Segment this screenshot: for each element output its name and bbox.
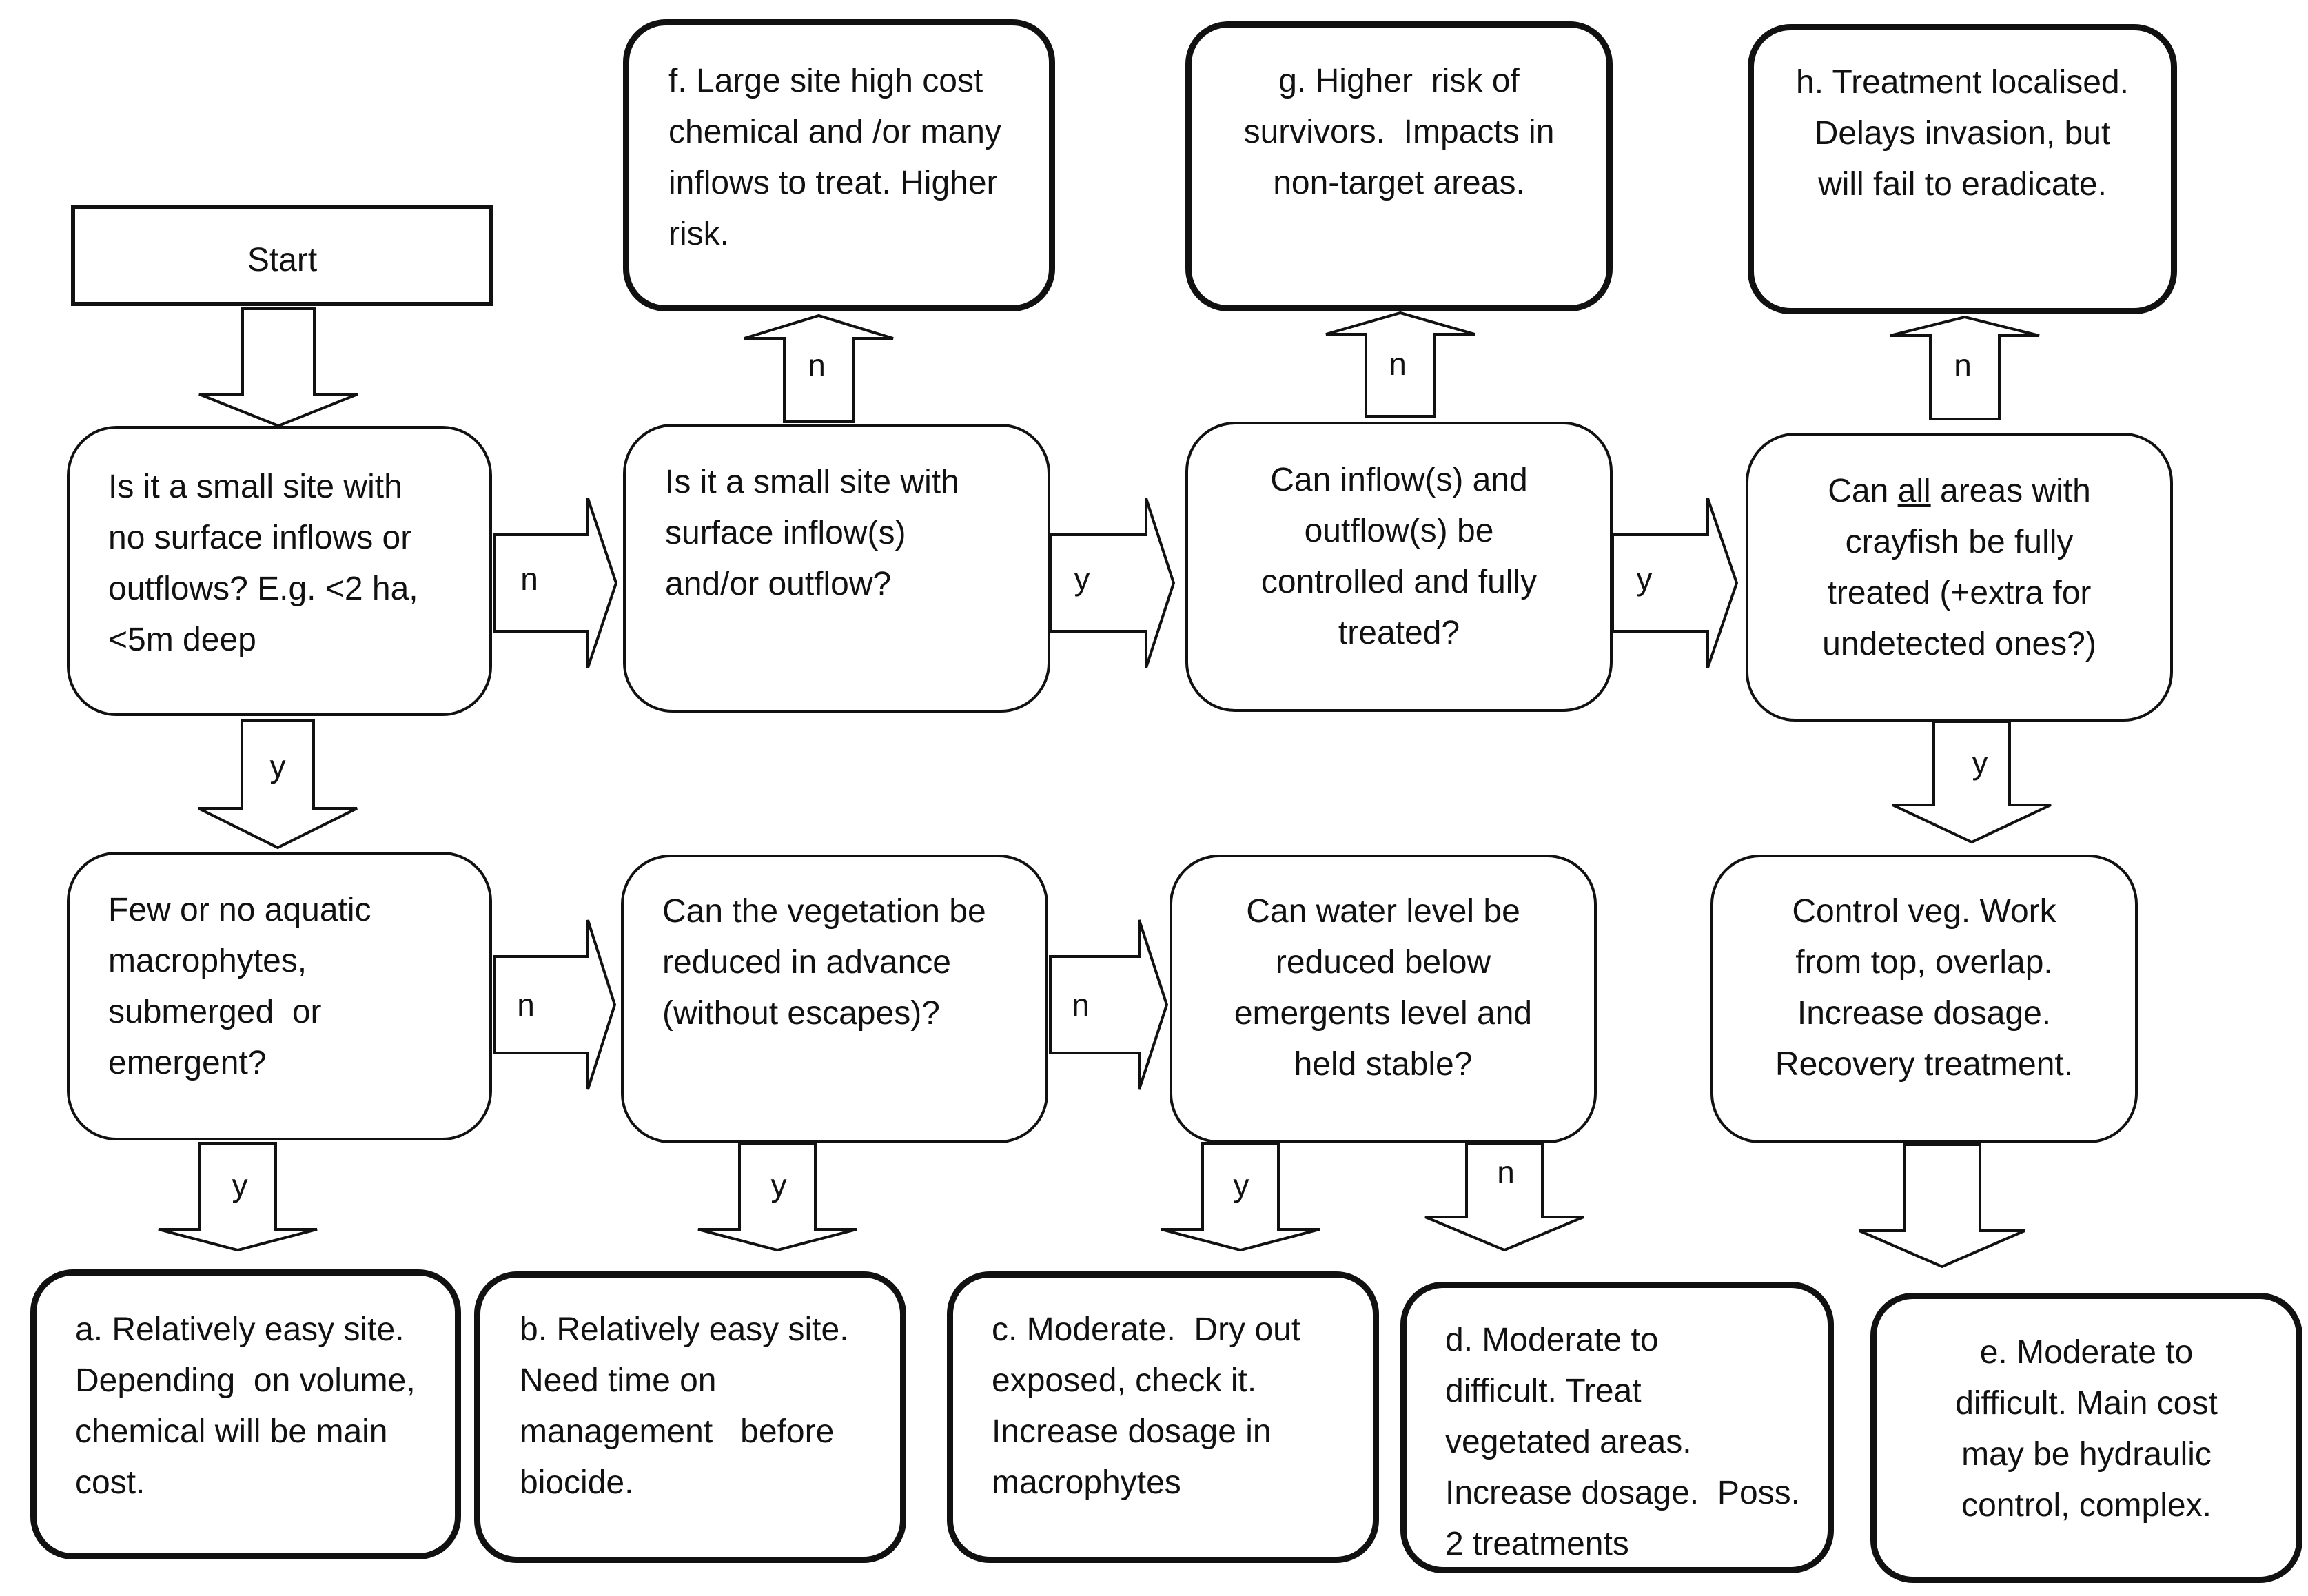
label-q2-to-q3: y [1074, 561, 1090, 597]
outcome-b-text: b. Relatively easy site. Need time on ma… [520, 1311, 849, 1501]
label-q5-to-q6: n [517, 987, 535, 1023]
outcome-d-text: d. Moderate to difficult. Treat vegetate… [1445, 1322, 1800, 1562]
label-q6-to-q7: n [1072, 987, 1090, 1023]
outcome-e-text: e. Moderate to difficult. Main cost may … [1955, 1334, 2218, 1524]
arrow-q6-to-q7 [1049, 919, 1169, 1090]
question-small-site-with-inflows: Is it a small site with surface inflow(s… [623, 424, 1050, 713]
arrow-q5-to-a [158, 1142, 318, 1252]
arrow-q3-to-q4 [1611, 498, 1739, 668]
start-text: Start [247, 242, 318, 278]
label-q7-to-c: y [1233, 1167, 1249, 1203]
outcome-f-text: f. Large site high cost chemical and /or… [668, 63, 1001, 252]
arrow-q1-to-q5 [198, 719, 358, 850]
outcome-g-text: g. Higher risk of survivors. Impacts in … [1243, 63, 1555, 201]
arrow-q5-to-q6 [493, 919, 617, 1090]
question-inflows-controlled-text: Can inflow(s) and outflow(s) be controll… [1260, 462, 1538, 651]
question-few-macrophytes: Few or no aquatic macrophytes, submerged… [67, 852, 492, 1140]
outcome-g: g. Higher risk of survivors. Impacts in … [1185, 21, 1613, 311]
arrow-start-to-q1 [198, 307, 358, 428]
outcome-h-text: h. Treatment localised. Delays invasion,… [1796, 64, 2129, 203]
question-water-level-reduced-text: Can water level be reduced below emergen… [1234, 893, 1533, 1083]
label-q3-to-g: n [1389, 346, 1407, 382]
label-q4-to-h: n [1954, 347, 1972, 383]
outcome-c-text: c. Moderate. Dry out exposed, check it. … [992, 1311, 1301, 1501]
outcome-h: h. Treatment localised. Delays invasion,… [1748, 24, 2177, 314]
question-water-level-reduced: Can water level be reduced below emergen… [1170, 855, 1597, 1143]
arrow-q7-to-d [1424, 1142, 1584, 1252]
label-q7-to-d: n [1497, 1154, 1515, 1190]
question-all-areas-treated-pre: Can [1828, 473, 1898, 509]
action-control-vegetation-text: Control veg. Work from top, overlap. Inc… [1775, 893, 2074, 1083]
label-q3-to-q4: y [1636, 561, 1653, 597]
question-small-site-no-inflows: Is it a small site with no surface inflo… [67, 426, 492, 716]
label-q1-to-q2: n [520, 561, 538, 597]
question-all-areas-treated: Can all areas with crayfish be fully tre… [1746, 433, 2173, 722]
question-few-macrophytes-text: Few or no aquatic macrophytes, submerged… [108, 892, 371, 1081]
question-all-areas-treated-text: Can all areas with crayfish be fully tre… [1748, 466, 2170, 670]
question-vegetation-reduced-text: Can the vegetation be reduced in advance… [662, 893, 986, 1032]
question-small-site-no-inflows-text: Is it a small site with no surface inflo… [108, 469, 418, 658]
arrow-q4-to-q8 [1892, 720, 2052, 844]
outcome-e: e. Moderate to difficult. Main cost may … [1870, 1293, 2302, 1583]
label-q4-to-q8: y [1972, 745, 1988, 781]
label-q6-to-b: y [770, 1167, 787, 1203]
arrow-q3-to-g [1325, 311, 1475, 418]
outcome-a-text: a. Relatively easy site. Depending on vo… [75, 1311, 416, 1501]
label-q5-to-a: y [232, 1167, 248, 1203]
question-all-areas-treated-post: areas with crayfish be fully treated (+e… [1822, 473, 2096, 662]
arrow-q2-to-f [744, 314, 894, 423]
question-all-areas-treated-emph: all [1897, 473, 1931, 509]
action-control-vegetation: Control veg. Work from top, overlap. Inc… [1710, 855, 2138, 1143]
arrow-q4-to-h [1890, 315, 2040, 420]
question-inflows-controlled: Can inflow(s) and outflow(s) be controll… [1185, 422, 1613, 712]
start-box: Start [71, 205, 493, 306]
question-vegetation-reduced: Can the vegetation be reduced in advance… [621, 855, 1048, 1143]
question-small-site-with-inflows-text: Is it a small site with surface inflow(s… [665, 464, 959, 602]
outcome-f: f. Large site high cost chemical and /or… [623, 19, 1055, 311]
arrow-q7-to-c [1161, 1142, 1320, 1252]
label-q1-to-q5: y [269, 748, 286, 784]
arrow-q6-to-b [697, 1142, 857, 1252]
arrow-q2-to-q3 [1049, 498, 1176, 668]
arrow-q1-to-q2 [493, 498, 618, 668]
label-q2-to-f: n [808, 347, 826, 383]
outcome-c: c. Moderate. Dry out exposed, check it. … [947, 1271, 1379, 1563]
outcome-a: a. Relatively easy site. Depending on vo… [30, 1269, 461, 1559]
outcome-b: b. Relatively easy site. Need time on ma… [474, 1271, 906, 1563]
outcome-d: d. Moderate to difficult. Treat vegetate… [1400, 1282, 1834, 1573]
arrow-q8-to-e [1859, 1143, 2025, 1269]
